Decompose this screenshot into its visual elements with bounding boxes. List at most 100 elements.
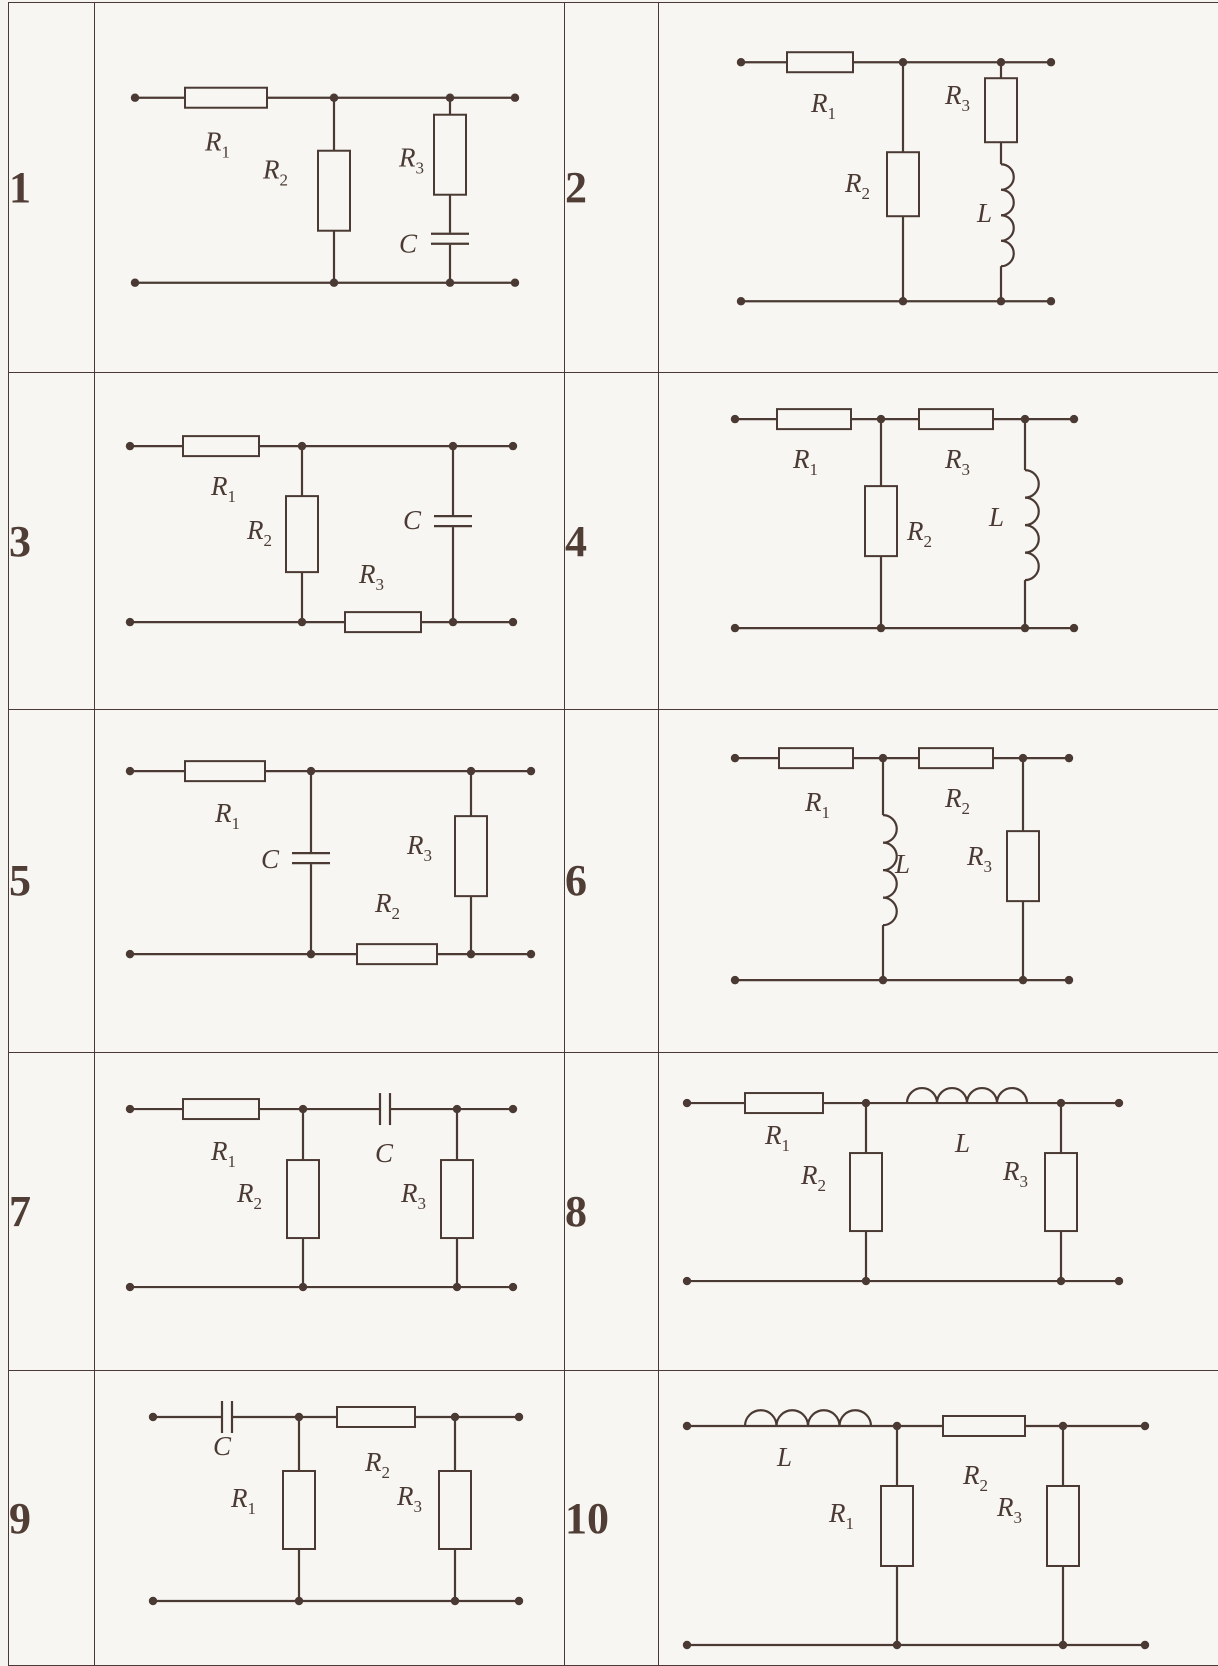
component-letter: R [944, 80, 962, 110]
resistor [744, 1091, 824, 1114]
inductor [743, 1409, 873, 1427]
node-dot [1056, 1276, 1066, 1286]
node-dot [1064, 753, 1074, 762]
component-letter: R [210, 1136, 228, 1166]
resistor [849, 1151, 883, 1232]
inductor [882, 813, 898, 926]
node-dot [1114, 1276, 1124, 1286]
node-dot [682, 1098, 692, 1108]
component-label: L [976, 198, 992, 228]
component-label: R3 [400, 1178, 426, 1213]
node-dot [306, 949, 316, 958]
component-label: R1 [810, 88, 836, 123]
component-letter: R [800, 1160, 818, 1190]
component-label: C [399, 229, 418, 259]
resistor [984, 77, 1018, 144]
node-dot [125, 766, 135, 775]
component-letter: R [828, 1498, 846, 1528]
node-dot [466, 949, 476, 958]
node-dot [452, 1282, 462, 1292]
node-dot [730, 415, 740, 424]
component-label: R3 [944, 80, 970, 115]
resistor [438, 1470, 472, 1551]
component-label: L [776, 1442, 792, 1472]
variant-number: 3 [8, 372, 95, 710]
node-dot [125, 1104, 135, 1114]
component-letter: C [403, 506, 422, 536]
component-letter: R [844, 168, 862, 198]
inductor [905, 1086, 1029, 1104]
node-dot [1018, 975, 1028, 984]
node-dot [1069, 624, 1079, 633]
resistor [864, 485, 898, 558]
node-dot [730, 753, 740, 762]
component-subscript: 3 [414, 1497, 423, 1516]
variant-number: 10 [564, 1370, 659, 1666]
component-letter: R [214, 798, 232, 828]
component-letter: R [230, 1483, 248, 1513]
component-label: R2 [906, 517, 932, 552]
inductor [1000, 163, 1015, 268]
node-dot [450, 1596, 460, 1606]
component-label: R1 [804, 787, 830, 822]
component-letter: R [396, 1481, 414, 1511]
resistor [454, 814, 488, 897]
component-label: R2 [944, 783, 970, 818]
resistor [356, 942, 438, 965]
node-dot [1020, 624, 1030, 633]
node-dot [996, 58, 1006, 67]
component-subscript: 2 [392, 904, 401, 923]
resistor [778, 746, 854, 769]
component-label: R1 [214, 798, 240, 833]
node-dot [125, 1282, 135, 1292]
resistor [344, 611, 422, 634]
component-label: R3 [406, 830, 432, 865]
node-dot [510, 278, 520, 287]
resistor [282, 1470, 316, 1551]
node-dot [125, 949, 135, 958]
node-dot [892, 1421, 902, 1431]
component-letter: R [262, 155, 280, 185]
component-subscript: 1 [782, 1136, 791, 1155]
component-letter: L [976, 198, 992, 228]
component-label: C [213, 1431, 232, 1461]
resistor [880, 1485, 914, 1568]
component-subscript: 3 [962, 461, 971, 480]
node-dot [452, 1104, 462, 1114]
component-letter: R [810, 88, 828, 118]
component-subscript: 3 [376, 576, 385, 595]
resistor [942, 1415, 1026, 1438]
node-dot [878, 753, 888, 762]
node-dot [861, 1098, 871, 1108]
component-letter: R [764, 1120, 782, 1150]
component-subscript: 3 [1020, 1172, 1029, 1191]
component-letter: R [246, 516, 264, 546]
node-dot [1140, 1421, 1150, 1431]
component-subscript: 2 [382, 1463, 391, 1482]
component-label: R2 [962, 1460, 988, 1495]
capacitor-gap [379, 1086, 391, 1131]
component-subscript: 1 [810, 461, 819, 480]
node-dot [294, 1412, 304, 1422]
resistor [285, 495, 319, 574]
component-label: R1 [204, 127, 230, 162]
node-dot [1058, 1640, 1068, 1650]
node-dot [1114, 1098, 1124, 1108]
variant-number: 8 [564, 1051, 659, 1372]
node-dot [298, 1104, 308, 1114]
resistor [886, 151, 920, 218]
component-label: R2 [364, 1447, 390, 1482]
component-label: R3 [398, 143, 424, 178]
capacitor-gap [221, 1395, 233, 1440]
component-letter: C [375, 1138, 394, 1168]
component-subscript: 3 [1014, 1508, 1023, 1527]
